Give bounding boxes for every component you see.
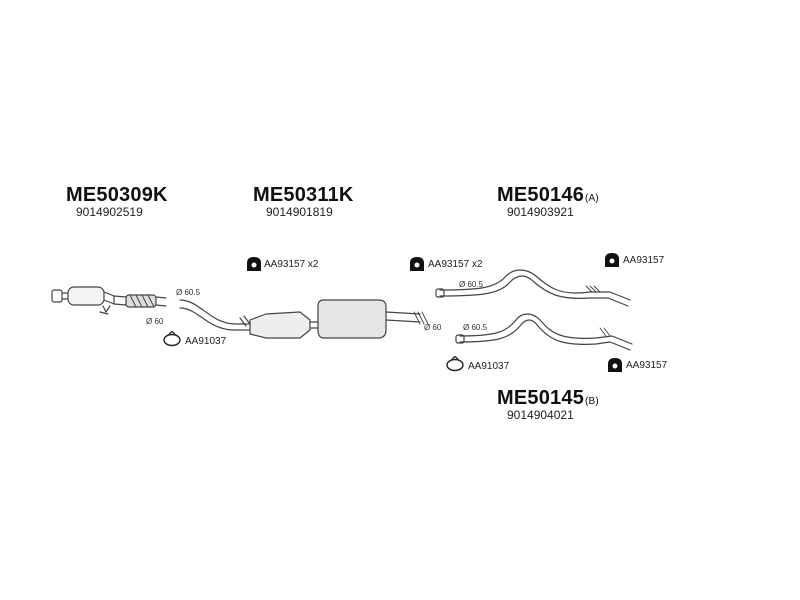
clamp-ring-icon	[446, 356, 464, 372]
part-number-me50145: 9014904021	[507, 408, 574, 422]
part-code-me50146: ME50146(A)	[497, 184, 599, 206]
rubber-hanger-icon	[605, 253, 619, 267]
diameter-label: Ø 60.5	[463, 323, 488, 332]
diameter-label: Ø 60	[146, 317, 164, 326]
hanger-label: AA93157	[623, 255, 665, 266]
part-number-me50309k: 9014902519	[76, 205, 143, 219]
tail-pipe-a	[435, 269, 631, 307]
front-pipe-catalyst	[51, 286, 167, 315]
hanger-label: AA93157	[626, 360, 668, 371]
diameter-label: Ø 60.5	[176, 288, 201, 297]
clamp-label: AA91037	[468, 361, 510, 372]
clamp-label: AA91037	[185, 336, 227, 347]
tail-pipe-b	[455, 313, 633, 351]
part-number-me50311k: 9014901819	[266, 205, 333, 219]
diameter-label: Ø 60	[424, 323, 442, 332]
hanger-label: AA93157 x2	[428, 259, 483, 270]
part-code-me50145: ME50145(B)	[497, 387, 599, 409]
part-code-me50311k: ME50311K	[253, 184, 354, 206]
part-number-me50146: 9014903921	[507, 205, 574, 219]
rubber-hanger-icon	[247, 257, 261, 271]
part-code-me50309k: ME50309K	[66, 184, 168, 206]
hanger-label: AA93157 x2	[264, 259, 319, 270]
diameter-label: Ø 60.5	[459, 280, 484, 289]
middle-pipe-silencer	[179, 299, 429, 339]
rubber-hanger-icon	[608, 358, 622, 372]
rubber-hanger-icon	[410, 257, 424, 271]
clamp-ring-icon	[163, 331, 181, 347]
